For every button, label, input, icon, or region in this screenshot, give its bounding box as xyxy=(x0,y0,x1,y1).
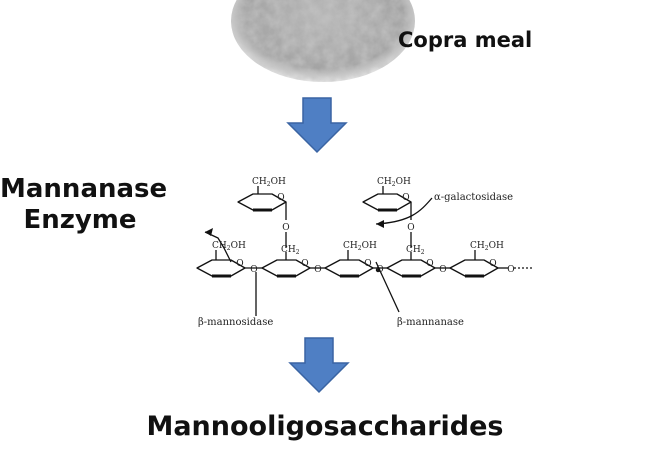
link-o-label: O xyxy=(250,265,257,275)
ch2-label: CH2 xyxy=(281,245,300,256)
ring-o-label: O xyxy=(236,259,243,269)
ring-o-label: O xyxy=(364,259,371,269)
ch2oh-label: CH2OH xyxy=(252,177,286,188)
ring-o-label: O xyxy=(426,259,433,269)
copra-meal-image xyxy=(231,0,415,82)
link-o-label: O xyxy=(314,265,321,275)
ch2oh-label: CH2OH xyxy=(470,241,504,252)
link-o-label: O xyxy=(439,265,446,275)
alpha-galactosidase-label: α-galactosidase xyxy=(434,192,513,203)
ring-o-label: O xyxy=(402,193,409,203)
mannanase-enzyme-label: Mannanase Enzyme xyxy=(0,174,168,236)
link-o-label: O xyxy=(507,265,514,275)
link-o-label: O xyxy=(407,223,414,233)
beta-mannosidase-label: β-mannosidase xyxy=(198,317,273,328)
ring-o-label: O xyxy=(489,259,496,269)
enzyme-label-line2: Enzyme xyxy=(23,205,137,235)
enzyme-label-line1: Mannanase xyxy=(0,174,168,204)
ch2oh-label: CH2OH xyxy=(377,177,411,188)
link-o-label: O xyxy=(282,223,289,233)
ring-o-label: O xyxy=(301,259,308,269)
ch2oh-label: CH2OH xyxy=(212,241,246,252)
ch2oh-label: CH2OH xyxy=(343,241,377,252)
mannooligosaccharides-label: Mannooligosaccharides xyxy=(146,411,504,442)
down-arrow-icon xyxy=(286,97,348,154)
down-arrow-icon xyxy=(288,337,350,394)
galactomannan-structure: O O O O O O O O O O O O O O CH2OH CH2OH … xyxy=(196,177,532,328)
beta-mannanase-label: β-mannanase xyxy=(397,317,464,328)
ring-o-label: O xyxy=(277,193,284,203)
ch2-label: CH2 xyxy=(406,245,425,256)
copra-meal-label: Copra meal xyxy=(398,28,533,52)
link-o-label: O xyxy=(376,265,383,275)
